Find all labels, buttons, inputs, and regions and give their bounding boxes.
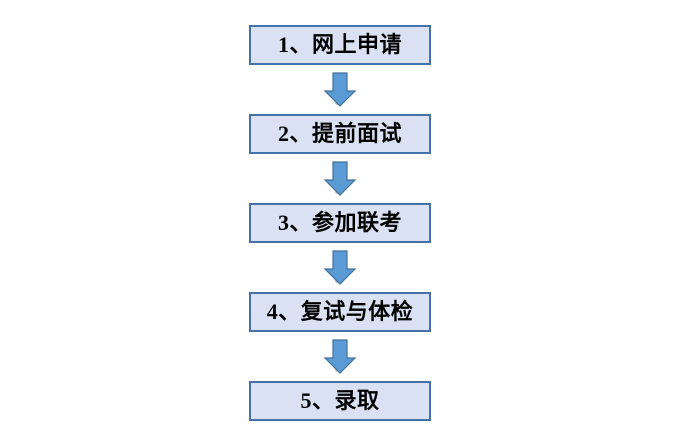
arrow-down-icon (323, 72, 357, 107)
flow-node-label: 1、网上申请 (277, 32, 402, 57)
arrow-down-icon (323, 339, 357, 374)
flow-node-label: 5、录取 (300, 388, 380, 413)
arrow-down-icon (323, 250, 357, 285)
flow-node-step-2[interactable]: 2、提前面试 (249, 114, 431, 154)
flow-node-step-5[interactable]: 5、录取 (249, 381, 431, 421)
flow-node-step-4[interactable]: 4、复试与体检 (249, 292, 431, 332)
arrow-down-icon (323, 161, 357, 196)
flow-node-step-3[interactable]: 3、参加联考 (249, 203, 431, 243)
flow-node-label: 4、复试与体检 (266, 299, 414, 324)
flow-node-label: 3、参加联考 (277, 210, 402, 235)
flow-node-label: 2、提前面试 (277, 121, 402, 146)
flow-node-step-1[interactable]: 1、网上申请 (249, 25, 431, 65)
